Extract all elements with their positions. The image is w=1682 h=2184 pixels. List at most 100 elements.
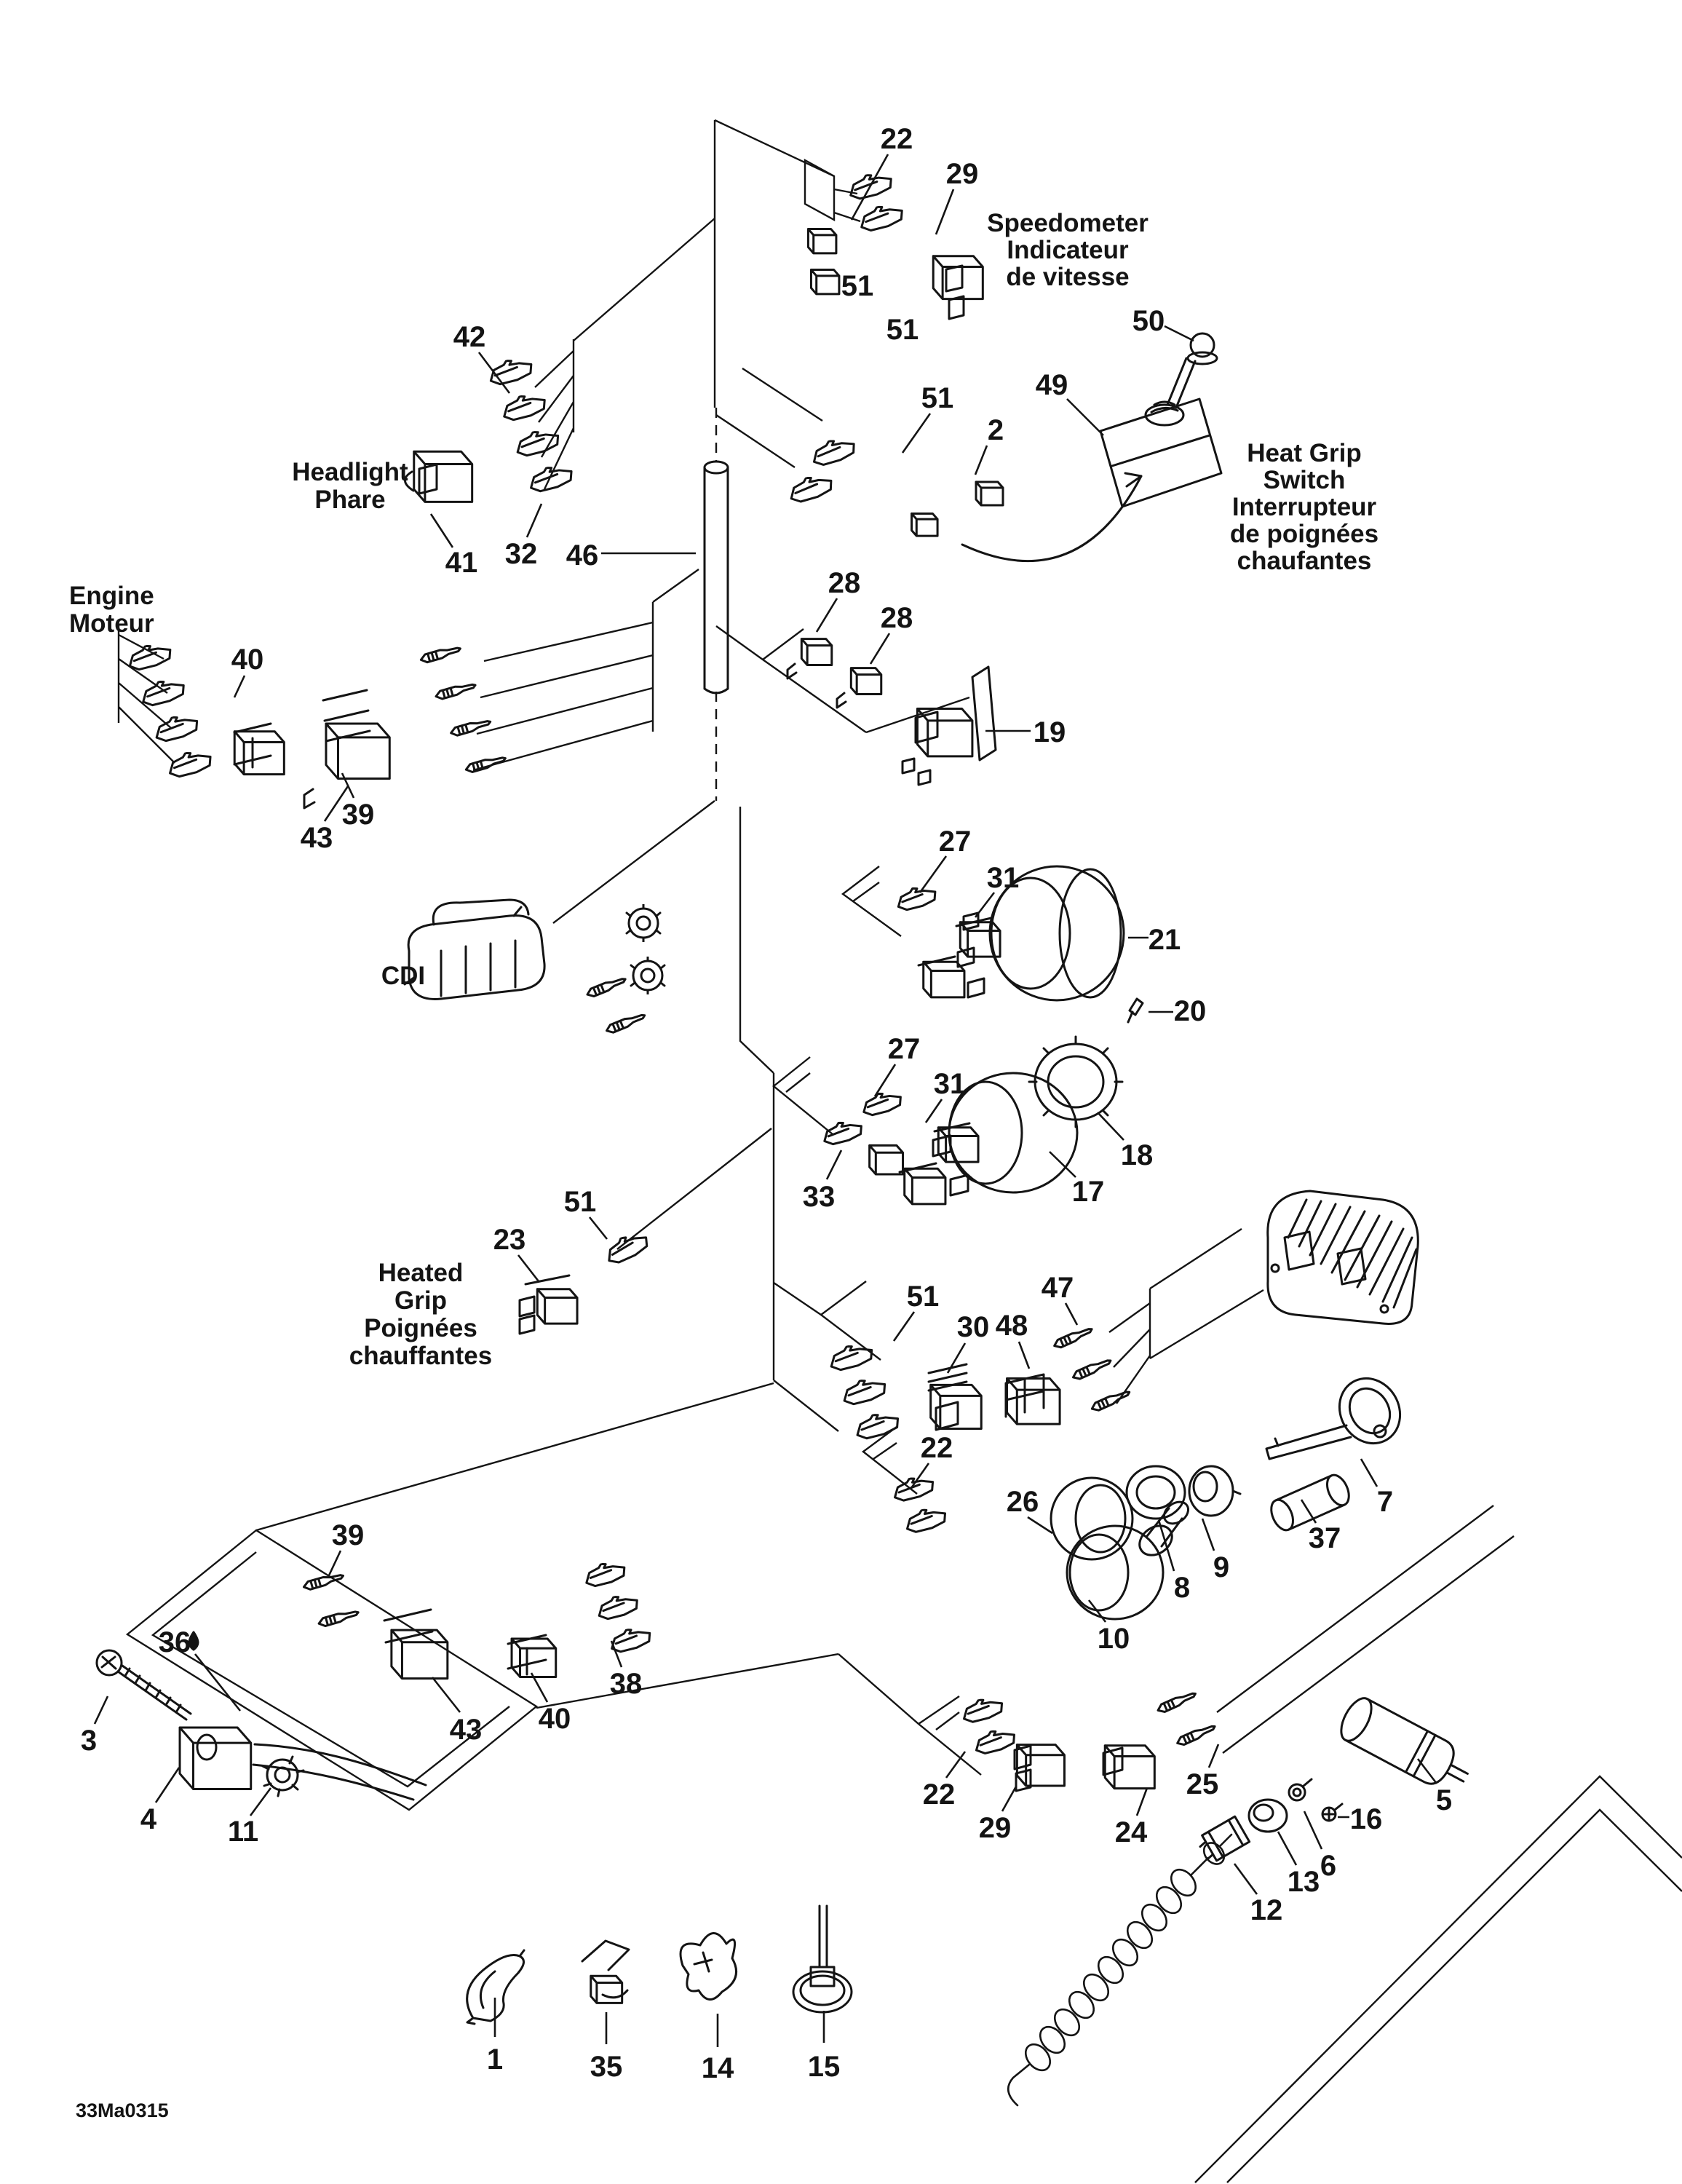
- callout-13: 13: [1288, 1866, 1320, 1898]
- tether-switch-5: [1340, 1697, 1469, 1785]
- leader-line-38: [610, 1640, 623, 1668]
- connector-cluster-27-31-lower: [820, 1087, 980, 1206]
- callout-8: 8: [1174, 1572, 1190, 1604]
- leader-line-24: [1135, 1787, 1149, 1816]
- bullet-terminal: [1174, 1721, 1218, 1748]
- connector-housing: [1006, 1377, 1061, 1425]
- label-line: chauffantes: [349, 1342, 492, 1370]
- leader-line-22: [945, 1751, 967, 1779]
- connector-housing: [413, 450, 474, 504]
- bullet-terminal: [1155, 1688, 1199, 1715]
- callout-40: 40: [539, 1703, 571, 1735]
- connector-housing: [801, 638, 833, 666]
- leader-line-50: [1164, 325, 1194, 342]
- callout-40: 40: [231, 644, 264, 676]
- relay-housing: [389, 1629, 449, 1680]
- leader-line-51: [901, 413, 932, 454]
- loom-tube-46: [703, 460, 729, 695]
- cup-9: [1188, 1465, 1242, 1517]
- label-line: Poignées: [364, 1314, 477, 1342]
- callout-7: 7: [1377, 1486, 1393, 1518]
- leader-line-17: [1049, 1151, 1076, 1178]
- box-housing: [180, 1728, 251, 1789]
- leader-line-4: [154, 1767, 181, 1803]
- bullet-terminal: [1089, 1387, 1132, 1414]
- callout-32: 32: [505, 538, 538, 570]
- speedometer-terminals-22: [846, 168, 906, 234]
- spade-terminal: [852, 1408, 902, 1441]
- callout-12: 12: [1250, 1894, 1283, 1926]
- leader-line-23: [517, 1254, 540, 1282]
- leader-line-2: [974, 445, 988, 475]
- callout-19: 19: [1034, 716, 1066, 748]
- spade-terminal: [959, 1693, 1006, 1725]
- bullets-25: [1155, 1688, 1218, 1748]
- spades-22-bottom: [959, 1693, 1018, 1757]
- connector-housing: [911, 513, 938, 537]
- leader-line-47: [1064, 1302, 1079, 1326]
- bullet-terminal: [464, 753, 508, 775]
- callout-38: 38: [610, 1668, 643, 1700]
- spade-terminal: [151, 711, 201, 744]
- connectors-2: [911, 481, 1004, 537]
- label-line: de vitesse: [1006, 263, 1129, 291]
- spade-terminal: [809, 433, 858, 468]
- leader-line-42: [477, 352, 511, 394]
- engine-relay-43: [303, 689, 389, 810]
- spade-terminal: [826, 1340, 876, 1373]
- callout-48: 48: [996, 1310, 1028, 1342]
- ring-8: [1125, 1465, 1186, 1520]
- spade-terminal: [525, 461, 576, 494]
- spade-terminal: [485, 354, 536, 387]
- spade-terminal: [164, 746, 215, 780]
- callout-25: 25: [1186, 1768, 1219, 1800]
- engine-terminals: [124, 639, 215, 780]
- spade-terminal: [582, 1557, 628, 1589]
- callout-20: 20: [1174, 995, 1207, 1027]
- spade-terminal: [894, 882, 939, 913]
- callout-17: 17: [1072, 1176, 1105, 1208]
- callout-28: 28: [881, 602, 913, 634]
- clip-35: [581, 1939, 630, 2004]
- terminals-51-cluster: [826, 1340, 902, 1441]
- leader-line-25: [1207, 1744, 1220, 1768]
- screw-16: [1321, 1803, 1344, 1822]
- connector-29-bottom: [1013, 1744, 1066, 1792]
- leader-line-29: [1001, 1786, 1017, 1812]
- lock-nuts-34: [625, 904, 666, 994]
- callout-16: 16: [1350, 1803, 1383, 1835]
- switch-cap-50: [1186, 332, 1218, 365]
- spade-terminal: [839, 1374, 889, 1407]
- cdi-terminals-44: [584, 974, 648, 1036]
- label-line: Moteur: [69, 609, 154, 638]
- leader-line-28: [815, 598, 838, 633]
- leader-line-28: [869, 633, 891, 665]
- callout-43: 43: [450, 1714, 483, 1746]
- connector-24: [1102, 1744, 1156, 1790]
- nut-11: [261, 1755, 305, 1797]
- spade-terminal: [124, 639, 175, 673]
- callout-35: 35: [590, 2051, 623, 2083]
- bullet-terminal: [584, 974, 628, 1000]
- label-line: Switch: [1264, 466, 1346, 494]
- leader-line-33: [825, 1150, 843, 1180]
- callout-51: 51: [921, 382, 954, 414]
- callout-22: 22: [881, 123, 913, 155]
- leader-line-37: [1300, 1499, 1317, 1524]
- label-line: Heat Grip: [1247, 439, 1362, 467]
- bullet-terminal: [448, 716, 493, 738]
- leader-line-29: [935, 189, 955, 235]
- callout-29: 29: [946, 158, 979, 190]
- spade-terminal: [972, 1725, 1018, 1757]
- screw-3: [95, 1649, 192, 1721]
- callout-39: 39: [332, 1519, 365, 1551]
- callout-43: 43: [301, 822, 333, 854]
- callout-11: 11: [228, 1816, 258, 1848]
- heated-grip-connector-23: [518, 1274, 579, 1335]
- callout-9: 9: [1213, 1551, 1229, 1583]
- leader-line-7: [1360, 1458, 1378, 1487]
- leader-line-27: [873, 1064, 897, 1097]
- relay-43-lower: [383, 1608, 449, 1680]
